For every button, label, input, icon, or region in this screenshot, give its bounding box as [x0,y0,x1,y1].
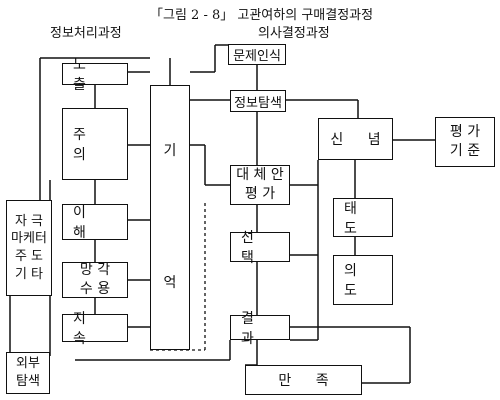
memory-box: 기 억 [150,85,190,350]
evaluation-criteria-box: 평 가 기 준 [435,117,495,167]
problem-recognition-box: 문제인식 [228,44,286,65]
attention-box: 주 의 [62,108,128,180]
attitude-box: 태 도 [333,198,393,237]
stimulus-line1: 자 극 [14,213,44,229]
info-search-box: 정보탐색 [230,90,286,112]
comprehension-box: 이 해 [62,204,128,241]
external-search-line1: 외부 [16,356,40,372]
acceptance-box: 망 각 수 용 [62,262,128,298]
belief-box: 신 념 [318,118,393,160]
alt-evaluation-box: 대 체 안 평 가 [230,165,290,205]
eval-criteria-line2: 기 준 [449,143,481,159]
acceptance-line2: 수 용 [79,281,111,297]
external-search-line2: 탐색 [16,374,40,389]
satisfaction-box: 만 족 [245,365,362,395]
intention-box: 의 도 [333,255,393,305]
figure-title: 「그림 2 - 8」 고관여하의 구매결정과정 [150,8,374,23]
decision-process-title: 의사결정과정 [258,26,330,41]
stimulus-line2: 마케터 [11,231,47,247]
memory-line2: 억 [163,274,177,291]
choice-box: 선 택 [230,230,290,266]
stimulus-line3: 주 도 [14,249,44,264]
alt-eval-line2: 평 가 [244,186,276,202]
eval-criteria-line1: 평 가 [449,124,481,141]
stimulus-line4: 기 타 [14,266,44,282]
memory-line1: 기 [163,143,177,160]
external-search-box: 외부 탐색 [6,352,50,394]
alt-eval-line1: 대 체 안 [236,167,284,184]
stimulus-box: 자 극 마케터 주 도 기 타 [6,200,52,296]
info-process-title: 정보처리과정 [50,26,122,41]
acceptance-line1: 망 각 [79,262,111,279]
